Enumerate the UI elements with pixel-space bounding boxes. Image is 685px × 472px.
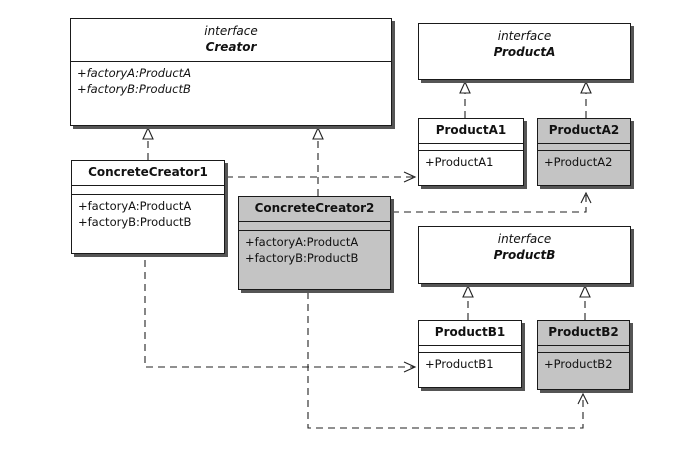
creator-methods: +factoryA:ProductA +factoryB:ProductB bbox=[71, 61, 391, 97]
productb1-method: +ProductB1 bbox=[425, 357, 494, 371]
realize-a1-producta-head bbox=[459, 80, 471, 94]
realize-cc2-creator-head bbox=[312, 126, 324, 140]
productb-stereotype: interface bbox=[497, 232, 552, 246]
concretecreator2-methods: +factoryA:ProductA +factoryB:ProductB bbox=[239, 230, 390, 266]
depend-cc2-a2-head bbox=[580, 191, 592, 204]
producta1-class-box[interactable]: ProductA1 +ProductA1 bbox=[418, 118, 524, 186]
concretecreator1-name: ConcreteCreator1 bbox=[88, 165, 208, 179]
depend-cc1-a1-head bbox=[403, 171, 417, 183]
creator-name: Creator bbox=[205, 40, 257, 54]
creator-header: interface Creator bbox=[71, 19, 391, 61]
productb1-class-box[interactable]: ProductB1 +ProductB1 bbox=[418, 320, 522, 388]
concretecreator1-fields bbox=[72, 185, 224, 194]
realize-cc1-creator-head bbox=[142, 126, 154, 140]
concretecreator1-method: +factoryB:ProductB bbox=[78, 215, 192, 229]
realize-b1-productb-head bbox=[462, 284, 474, 298]
concretecreator2-name: ConcreteCreator2 bbox=[254, 201, 375, 215]
creator-method: +factoryA:ProductA bbox=[77, 66, 192, 80]
concretecreator2-fields bbox=[239, 221, 390, 230]
productb-header: interface ProductB bbox=[419, 227, 630, 263]
productb-interface-box[interactable]: interface ProductB bbox=[418, 226, 631, 284]
depend-cc2-b2-head bbox=[577, 392, 589, 405]
productb1-fields bbox=[419, 345, 521, 352]
productb1-name: ProductB1 bbox=[434, 325, 506, 339]
realize-b2-productb-head bbox=[579, 284, 591, 298]
productb2-fields bbox=[538, 345, 629, 352]
depend-cc1-b1-head bbox=[403, 361, 417, 373]
producta1-method: +ProductA1 bbox=[425, 155, 494, 169]
producta2-methods: +ProductA2 bbox=[538, 150, 630, 170]
productb2-class-box[interactable]: ProductB2 +ProductB2 bbox=[537, 320, 630, 390]
producta2-class-box[interactable]: ProductA2 +ProductA2 bbox=[537, 118, 631, 186]
producta1-fields bbox=[419, 143, 523, 150]
creator-stereotype: interface bbox=[204, 24, 258, 38]
producta1-methods: +ProductA1 bbox=[419, 150, 523, 170]
productb2-method: +ProductB2 bbox=[544, 357, 613, 371]
producta-name: ProductA bbox=[493, 45, 556, 59]
concretecreator2-method: +factoryB:ProductB bbox=[245, 251, 359, 265]
concretecreator1-methods: +factoryA:ProductA +factoryB:ProductB bbox=[72, 194, 224, 230]
producta2-method: +ProductA2 bbox=[544, 155, 613, 169]
producta2-fields bbox=[538, 143, 630, 150]
creator-interface-box[interactable]: interface Creator +factoryA:ProductA +fa… bbox=[70, 18, 392, 126]
productb2-methods: +ProductB2 bbox=[538, 352, 629, 372]
depend-cc2-a2 bbox=[392, 193, 587, 213]
productb-name: ProductB bbox=[493, 248, 556, 262]
producta1-name: ProductA1 bbox=[435, 123, 507, 137]
realize-a2-producta-head bbox=[580, 80, 592, 94]
producta-stereotype: interface bbox=[497, 29, 552, 43]
producta2-name: ProductA2 bbox=[548, 123, 620, 137]
concretecreator2-class-box[interactable]: ConcreteCreator2 +factoryA:ProductA +fac… bbox=[238, 196, 391, 290]
concretecreator1-method: +factoryA:ProductA bbox=[78, 199, 192, 213]
concretecreator1-class-box[interactable]: ConcreteCreator1 +factoryA:ProductA +fac… bbox=[71, 160, 225, 254]
productb1-methods: +ProductB1 bbox=[419, 352, 521, 372]
producta-header: interface ProductA bbox=[419, 24, 630, 60]
concretecreator2-method: +factoryA:ProductA bbox=[245, 235, 359, 249]
creator-method: +factoryB:ProductB bbox=[77, 82, 191, 96]
producta-interface-box[interactable]: interface ProductA bbox=[418, 23, 631, 80]
productb2-name: ProductB2 bbox=[548, 325, 619, 339]
